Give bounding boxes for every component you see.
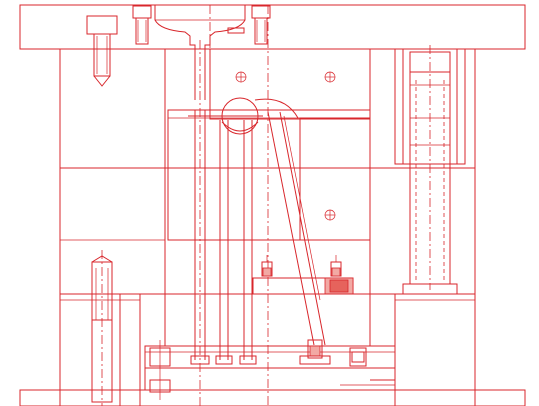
return-pin-left (91, 250, 113, 406)
support-pillar-bottom (340, 379, 396, 390)
top-bolt-left (132, 5, 152, 45)
return-pin-right-bottom (349, 347, 367, 367)
screw-mark-3 (324, 209, 336, 221)
ejector-pin-3 (243, 120, 253, 360)
ejector-pin-2 (219, 120, 229, 360)
spacer-block-right (394, 293, 476, 406)
spacer-block-left (59, 293, 141, 406)
screw-mark-2 (324, 71, 336, 83)
ejector-pin-1 (194, 40, 206, 406)
screw-ejector-1 (261, 255, 273, 277)
main-body-outline (60, 49, 475, 346)
small-pin-top (227, 27, 245, 34)
center-line-vertical (209, 5, 269, 406)
runner-system (188, 97, 299, 135)
ejector-pin-heads (190, 355, 257, 365)
lifter-base (299, 339, 331, 365)
ejector-retainer-plate (144, 345, 396, 369)
guide-pillar-right (394, 45, 466, 295)
ejector-bolt-left (149, 340, 171, 400)
screw-mark-1 (235, 71, 247, 83)
top-clamp-plate (19, 4, 526, 50)
cavity-plate-left (59, 49, 166, 169)
ejector-plate (144, 367, 396, 391)
screw-ejector-2 (330, 255, 342, 277)
mold-plate-right-mid (369, 167, 476, 295)
angled-lifter (267, 111, 326, 346)
bottom-clamp-plate (19, 389, 526, 406)
cavity-insert (167, 48, 371, 241)
left-cap-screw (86, 15, 118, 87)
cavity-plate-right (369, 49, 476, 169)
top-bolt-right (251, 5, 271, 45)
